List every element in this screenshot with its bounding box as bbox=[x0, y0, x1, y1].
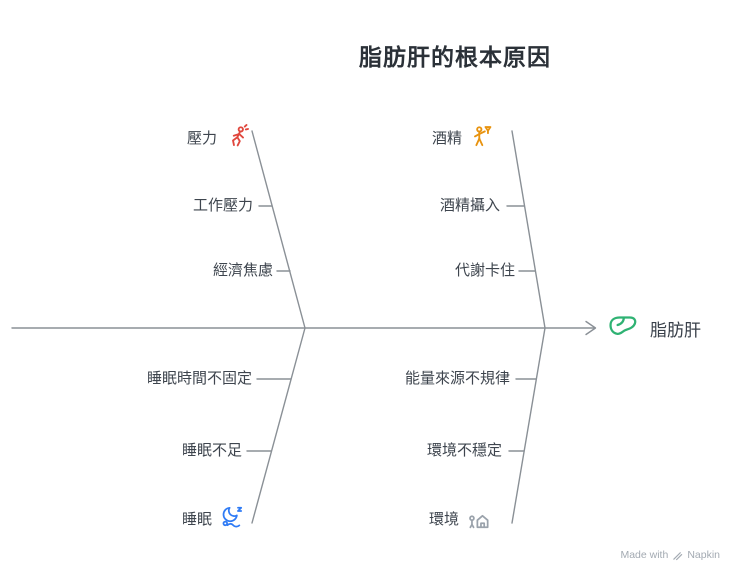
branch-head-stress: 壓力 bbox=[150, 122, 250, 152]
effect-node: 脂肪肝 bbox=[606, 309, 701, 347]
effect-label: 脂肪肝 bbox=[650, 320, 701, 340]
cause-label-metabolism-stuck: 代謝卡住 bbox=[455, 262, 516, 279]
branch-head-sleep-label: 睡眠 bbox=[181, 510, 212, 528]
watermark-prefix: Made with bbox=[620, 549, 669, 561]
cause-label-insufficient-sleep: 睡眠不足 bbox=[181, 442, 242, 459]
branch-head-stress-label: 壓力 bbox=[186, 129, 217, 147]
cause-label-economic-anxiety: 經濟焦慮 bbox=[212, 262, 273, 279]
bone-bottom-left bbox=[251, 327, 306, 524]
cause-label-unstable-environment: 環境不穩定 bbox=[427, 442, 503, 459]
sleep-icon bbox=[219, 505, 245, 531]
branch-head-alcohol: 酒精 bbox=[432, 122, 495, 152]
bone-bottom-right bbox=[511, 327, 546, 524]
diagram-title: 脂肪肝的根本原因 bbox=[359, 44, 551, 70]
liver-icon bbox=[606, 311, 640, 345]
cause-label-alcohol-intake: 酒精攝入 bbox=[440, 197, 501, 214]
branch-head-sleep: 睡眠 bbox=[150, 503, 245, 533]
alcohol-icon bbox=[469, 124, 495, 150]
spine-arrowhead bbox=[585, 320, 597, 336]
cause-label-work-stress: 工作壓力 bbox=[192, 197, 253, 214]
branch-head-environment-label: 環境 bbox=[429, 510, 460, 528]
environment-icon bbox=[466, 505, 492, 531]
branch-head-environment: 環境 bbox=[429, 503, 492, 533]
stress-icon bbox=[224, 124, 250, 150]
napkin-logo-icon bbox=[672, 550, 683, 561]
branch-head-alcohol-label: 酒精 bbox=[432, 129, 463, 147]
napkin-watermark[interactable]: Made with Napkin bbox=[620, 549, 720, 561]
bone-top-right bbox=[511, 130, 546, 329]
cause-label-irregular-sleep-time: 睡眠時間不固定 bbox=[146, 370, 252, 387]
watermark-brand: Napkin bbox=[687, 549, 720, 561]
cause-label-irregular-energy-source: 能量來源不規律 bbox=[405, 370, 511, 387]
bone-top-left bbox=[251, 130, 306, 329]
